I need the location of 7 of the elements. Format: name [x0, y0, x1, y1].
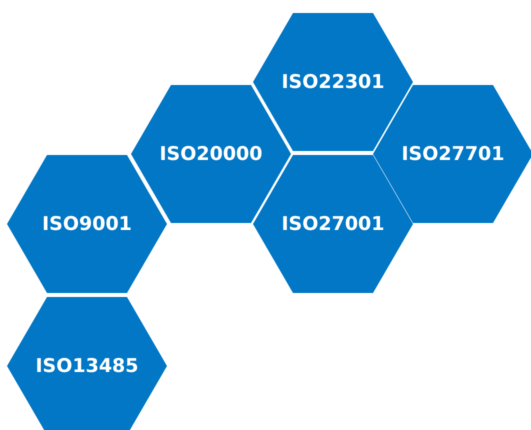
- standard-label: ISO20000: [159, 143, 262, 165]
- standard-label: ISO13485: [35, 355, 138, 377]
- hexagon: [7, 297, 167, 430]
- standard-label: ISO9001: [42, 213, 132, 235]
- standard-label: ISO22301: [281, 71, 384, 93]
- standard-label: ISO27701: [401, 143, 504, 165]
- standard-label: ISO27001: [281, 213, 384, 235]
